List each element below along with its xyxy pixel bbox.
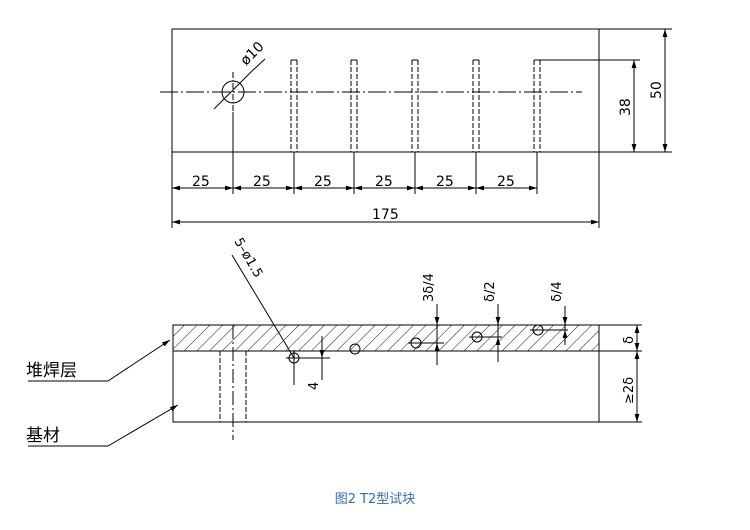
slot [411,59,419,152]
slot [290,59,298,152]
overall-length-label: 175 [372,207,399,223]
slot [350,59,358,152]
hole-offset-label: 4 [307,382,322,390]
layer-thickness-label: δ [622,336,637,344]
slot [533,59,541,152]
small-hole [286,350,330,366]
hole-dim-label: ø10 [238,39,268,69]
spacing-dim-label: 25 [436,174,454,190]
hole-leader [213,70,253,110]
weld-layer-label: 堆焊层 [26,361,77,381]
spacing-dim-label: 25 [375,174,393,190]
spacing-dim-label: 25 [253,174,271,190]
weld-overlay-layer [172,324,600,352]
figure-caption: 图2 T2型试块 [334,492,416,507]
spacing-dim-label: 25 [314,174,332,190]
hole-height-dim-label: 38 [618,98,634,116]
small-hole [530,324,568,336]
top-view-outline [171,28,600,153]
holes-callout-leader [231,254,295,359]
depth-label-3-4: 3δ/4 [422,273,437,302]
section-outline [172,324,600,423]
spacing-dim-label: 25 [192,174,210,190]
depth-label-1-2: δ/2 [483,281,498,302]
technical-drawing: ø10 25 25 25 25 25 25 175 50 38 5–ø1.5 3… [26,28,672,447]
small-hole [349,343,361,355]
base-material-label: 基材 [26,426,60,446]
slot [472,59,480,152]
spacing-dim-label: 25 [497,174,515,190]
holes-callout-label: 5–ø1.5 [231,236,266,281]
depth-label-1-4: δ/4 [550,281,565,302]
height-dim-label: 50 [649,81,665,99]
base-thickness-label: ≥2δ [622,377,637,404]
